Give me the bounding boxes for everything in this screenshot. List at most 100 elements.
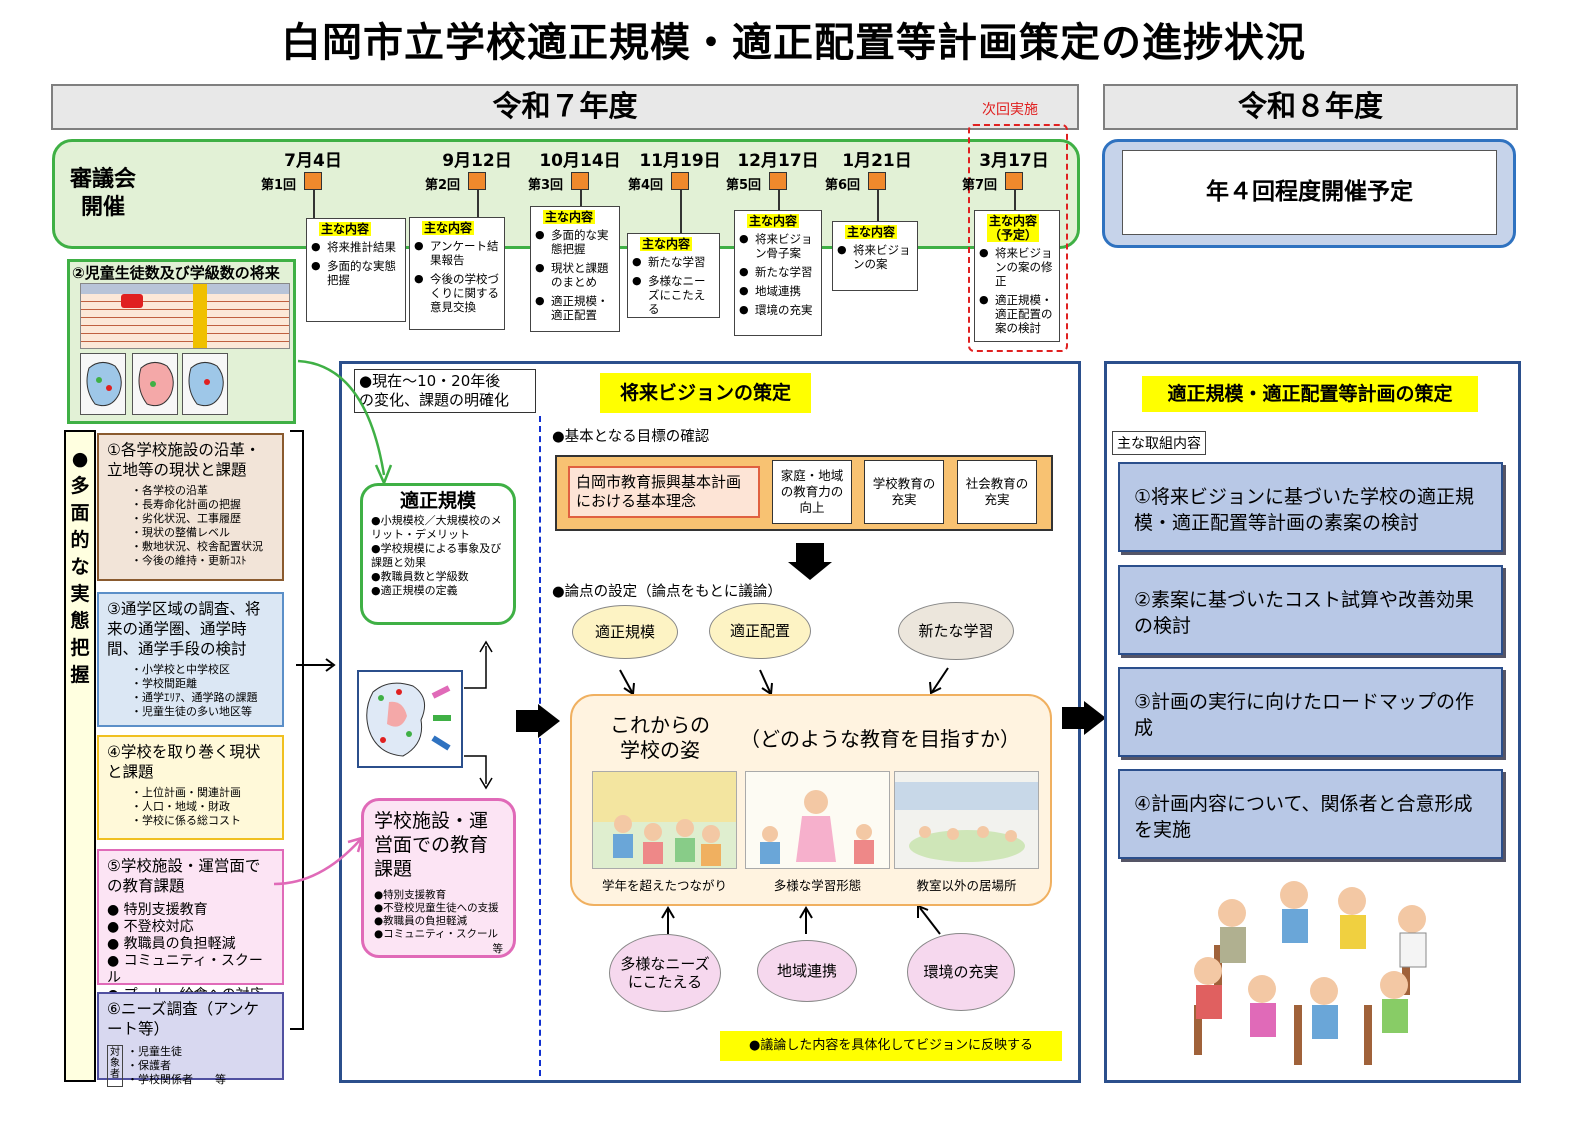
meeting-date: 1月21日 [842,151,912,171]
meeting-date: 9月12日 [442,151,512,171]
school-subtitle: （どのような教育を目指すか） [740,727,1020,751]
meeting-date: 12月17日 [737,151,819,171]
side-box-title: ⑤学校施設・運営面での教育課題 [107,857,261,895]
facility-items: ●特別支援教育●不登校児童生徒への支援●教職員の負担軽減●コミュニティ・スクール [374,889,503,941]
facility-item: ●特別支援教育 [374,889,447,901]
side-box-title: ③通学区域の調査、将来の通学圏、通学時間、通学手段の検討 [107,600,261,658]
meeting-date: 11月19日 [639,151,721,171]
meeting-marker-icon [468,172,486,190]
side-box-target: 対象者・児童生徒・保護者・学校関係者 等 [107,1045,274,1087]
meeting-marker-icon [571,172,589,190]
meeting-round: 第5回 [726,178,762,193]
meeting-round: 第6回 [825,178,861,193]
meeting-content-box: 主な内容将来ビジョンの案 [832,221,918,291]
side-box-list: ・小学校と中学校区・学校間距離・通学ｴﾘｱ、通学路の課題・児童生徒の多い地区等 [131,663,274,719]
meeting-content-box: 主な内容 （予定） 将来ビジョンの案の修正適正規模・適正配置の案の検討 [974,210,1060,342]
side-box-item: ・小学校と中学校区 [131,663,230,676]
meeting-connector [877,190,879,221]
plan-title: 適正規模・適正配置等計画の策定 [1142,376,1478,412]
now-change-label: ●現在～10・20年後 の変化、課題の明確化 [354,369,536,413]
next-meeting-label: 次回実施 [982,102,1038,118]
pink-arrow [273,836,364,886]
side-box-item: ● 特別支援教育 [107,902,208,918]
photo-caption: 多様な学習形態 [773,878,862,893]
side-box-item: ・児童生徒 [127,1045,182,1058]
meeting-marker-icon [671,172,689,190]
meeting-content-item: 適正規模・適正配置 [535,294,615,322]
meeting-content-heading: 主な内容 [319,222,372,236]
school-title: これからの 学校の姿 [610,713,710,762]
issue-top: 新たな学習 [898,602,1014,660]
page-title: 白岡市立学校適正規模・適正配置等計画策定の進捗状況 [281,20,1306,66]
side-box: ⑥ニーズ調査（アンケート等）対象者・児童生徒・保護者・学校関係者 等 [97,992,284,1087]
down-arrow-icon [788,562,832,580]
plan-item: ②素案に基づいたコスト試算や改善効果の検討 [1118,565,1503,655]
divider-line [539,416,541,1076]
photo-learning-styles [745,771,890,869]
next-meeting-highlight [968,124,1068,352]
meeting-round: 第2回 [425,178,461,193]
reflect-note: ●議論した内容を具体化してビジョンに反映する [720,1031,1062,1061]
map-thumbnail-2 [132,353,178,415]
meeting-connector [313,190,315,218]
photo-non-classroom [894,771,1039,869]
meeting-content-list: 将来ビジョンの案 [837,243,913,271]
side-box-item: ・保護者 [127,1059,171,1072]
future-estimate-title: ②児童生徒数及び学級数の将来 [72,264,280,282]
meeting-marker-icon [868,172,886,190]
meeting-content-list: 将来ビジョンの案の修正適正規模・適正配置の案の検討 [979,246,1055,335]
meeting-content-item: 現状と課題のまとめ [535,261,615,289]
branch-arrows [464,640,493,790]
tekisei-item: ●学校規模による事象及び課題と効果 [371,542,502,569]
issue-top: 適正規模 [572,605,678,659]
meeting-people-illustration [1194,881,1427,1065]
facility-item: ●教職員の負担軽減 [374,915,468,927]
meeting-round: 第1回 [261,178,297,193]
side-box-item: ● 教職員の負担軽減 [107,936,236,952]
meeting-content-list: 多面的な実態把握現状と課題のまとめ適正規模・適正配置 [535,228,615,322]
meeting-content-heading: 主な内容 （予定） [987,214,1040,242]
side-box-item: ・児童生徒の多い地区等 [131,705,252,718]
meeting-content-heading: 主な内容 [543,210,596,224]
r8-council-plan: 年４回程度開催予定 [1122,150,1497,235]
side-box-item: ・長寿命化計画の把握 [131,498,241,511]
arrow-to-school-icon [538,704,560,738]
tekisei-box: 適正規模 ●小規模校／大規模校のメリット・デメリット●学校規模による事象及び課題… [360,483,516,625]
side-box: ⑤学校施設・運営面での教育課題● 特別支援教育● 不登校対応● 教職員の負担軽減… [97,849,284,1020]
meeting-content-box: 主な内容アンケート結果報告今後の学校づくりに関する意見交換 [409,217,505,330]
meeting-connector [778,190,780,210]
meeting-content-item: 多面的な実態把握 [311,259,401,287]
council-label: 審議会 開催 [70,167,137,220]
estimate-table-thumbnail [80,283,290,349]
facility-item: ●コミュニティ・スクール [374,928,499,940]
meeting-content-item: 新たな学習 [739,265,817,279]
plan-section [1104,361,1521,1083]
meeting-content-item: 環境の充実 [739,303,817,317]
meeting-round: 第7回 [962,178,998,193]
issue-bottom: 環境の充実 [907,933,1015,1011]
meeting-date: 3月17日 [979,151,1049,171]
meeting-content-item: 適正規模・適正配置の案の検討 [979,293,1055,335]
photo-caption: 教室以外の居場所 [916,878,1017,893]
meeting-content-box: 主な内容将来ビジョン骨子案新たな学習地域連携環境の充実 [734,210,822,336]
side-box-item: ・各学校の沿革 [131,484,208,497]
issue-top: 適正配置 [709,603,811,659]
meeting-content-box: 主な内容新たな学習多様なニーズにこたえる [627,233,720,318]
side-box-item: ・学校間距離 [131,677,197,690]
side-box-item: ・現状の整備レベル [131,526,230,539]
side-box: ①各学校施設の沿革・立地等の現状と課題・各学校の沿革・長寿命化計画の把握・劣化状… [97,433,284,581]
meeting-content-box: 主な内容将来推計結果多面的な実態把握 [306,218,406,322]
meeting-content-list: 将来ビジョン骨子案新たな学習地域連携環境の充実 [739,232,817,317]
meeting-content-item: 今後の学校づくりに関する意見交換 [414,272,500,314]
meeting-content-item: 将来ビジョン骨子案 [739,232,817,260]
photo-cross-grade [592,771,737,869]
meeting-content-item: 地域連携 [739,284,817,298]
multifaceted-survey-label: ● 多 面 的 な 実 態 把 握 [64,430,96,1082]
facility-title: 学校施設・運営面での教育課題 [374,810,489,880]
meeting-content-heading: 主な内容 [747,214,800,228]
plan-subtitle: 主な取組内容 [1112,431,1206,455]
side-box-item: ・上位計画・関連計画 [131,786,241,799]
arrow-to-plan-icon [1084,701,1106,735]
goal-main: 白岡市教育振興基本計画における基本理念 [568,466,760,518]
plan-item: ④計画内容について、関係者と合意形成を実施 [1118,769,1503,859]
